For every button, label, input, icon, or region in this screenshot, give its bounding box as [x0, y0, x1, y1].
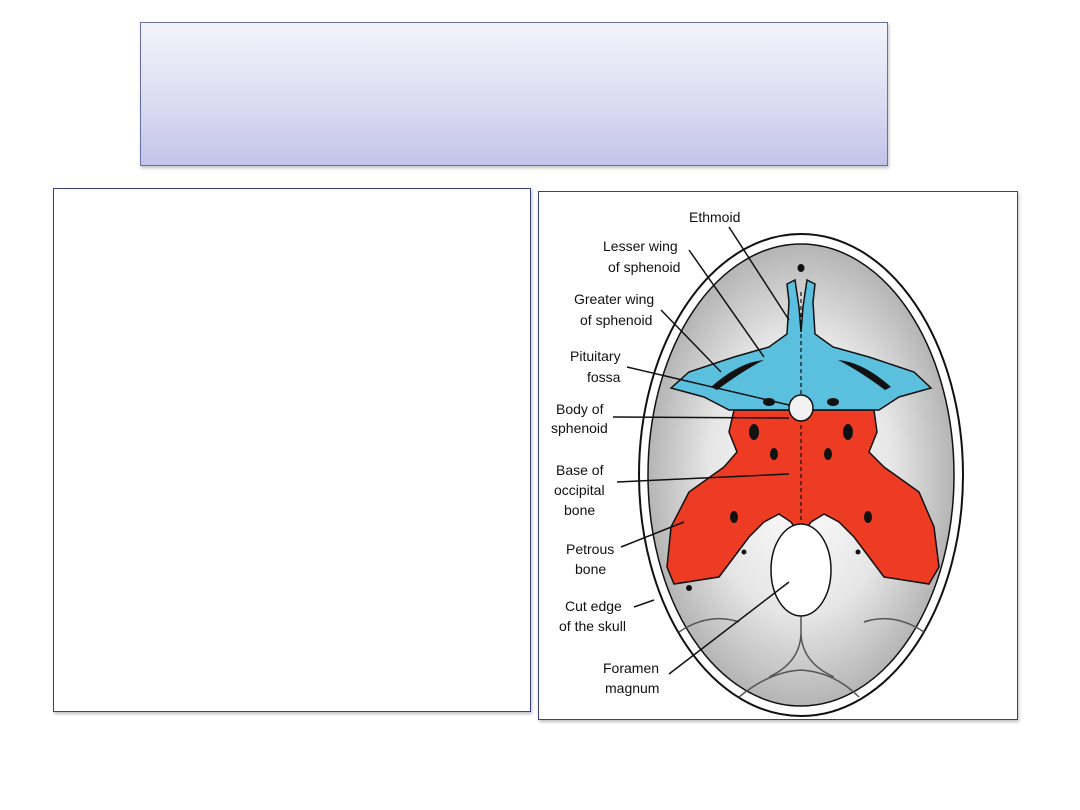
label-greater-wing-line2: of sphenoid	[580, 312, 652, 328]
label-base-occipital-line1: Base of	[556, 462, 604, 478]
label-lesser-wing-line2: of sphenoid	[608, 259, 680, 275]
slide-title-bar	[140, 22, 888, 166]
label-pituitary-line1: Pituitary	[570, 348, 621, 364]
label-body-sphenoid-line2: sphenoid	[551, 420, 608, 436]
skull-base-diagram: Ethmoid Lesser wing of sphenoid Greater …	[551, 209, 964, 717]
label-cut-edge-line2: of the skull	[559, 618, 626, 634]
skull-base-figure: Ethmoid Lesser wing of sphenoid Greater …	[538, 191, 1018, 720]
label-greater-wing-line1: Greater wing	[574, 291, 654, 307]
label-foramen-magnum-line1: Foramen	[603, 660, 659, 676]
label-cut-edge-line1: Cut edge	[565, 598, 622, 614]
label-base-occipital-line2: occipital	[554, 482, 605, 498]
label-base-occipital-line3: bone	[564, 502, 595, 518]
foramina-marks	[686, 264, 891, 591]
label-ethmoid: Ethmoid	[689, 209, 740, 225]
label-leader-lines	[612, 226, 790, 675]
label-pituitary-line2: fossa	[587, 369, 621, 385]
label-lesser-wing-line1: Lesser wing	[603, 238, 678, 254]
slide-body-text-box	[53, 188, 531, 712]
foramen-magnum	[770, 523, 832, 617]
label-petrous-line1: Petrous	[566, 541, 614, 557]
label-petrous-line2: bone	[575, 561, 606, 577]
label-foramen-magnum-line2: magnum	[605, 680, 659, 696]
label-body-sphenoid-line1: Body of	[556, 401, 604, 417]
pituitary-fossa	[788, 394, 814, 422]
occipital-sutures	[678, 567, 925, 698]
